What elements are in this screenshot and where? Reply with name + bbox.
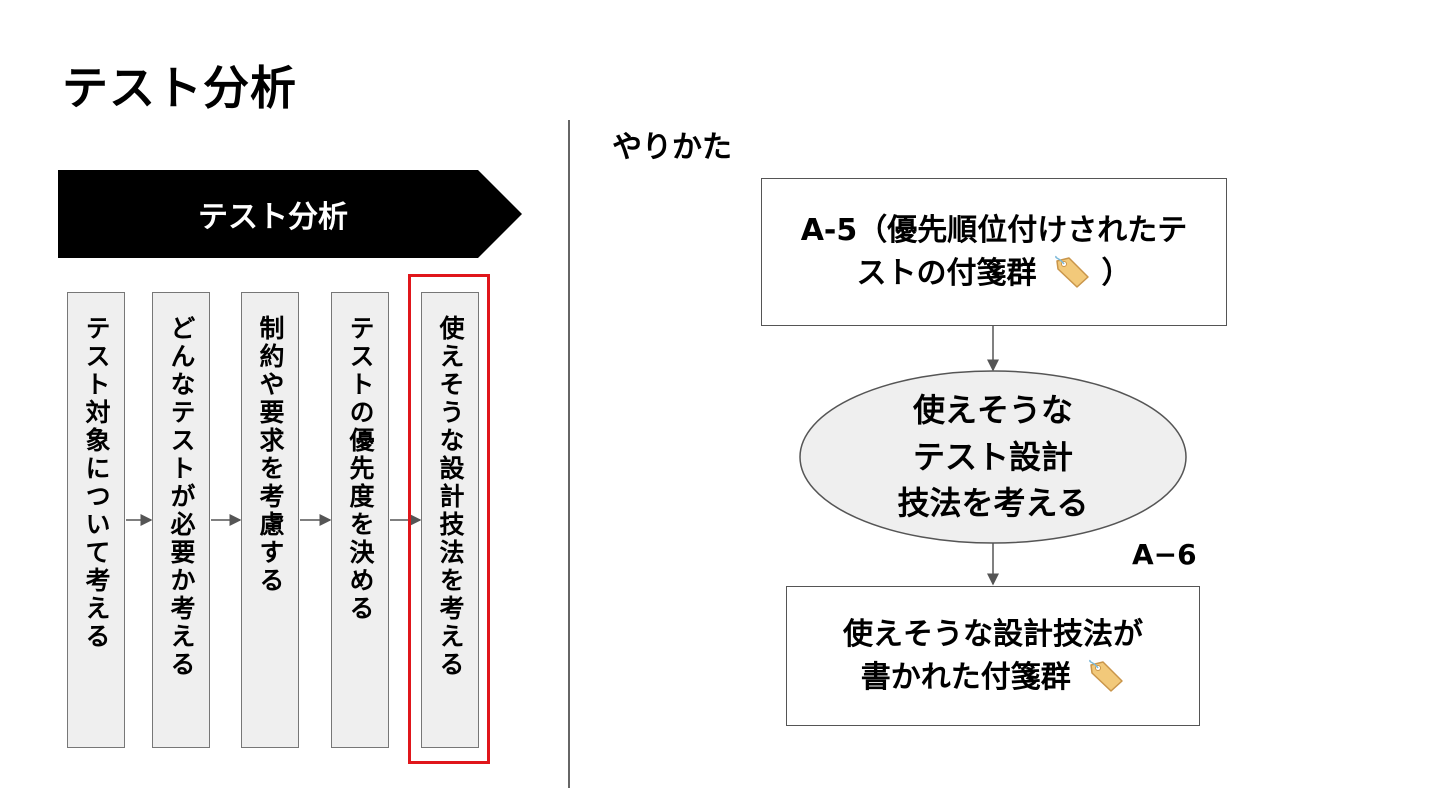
banner-label: テスト分析 — [198, 200, 348, 235]
input-box-line1: A-5（優先順位付けされたテ — [800, 212, 1188, 248]
method-heading: やりかた — [612, 130, 732, 165]
banner-arrow — [58, 170, 522, 258]
process-line3: 技法を考える — [897, 484, 1089, 523]
output-box: 使えそうな設計技法が 書かれた付箋群 — [786, 586, 1200, 726]
step-label: 制約や要求を考慮する — [256, 315, 285, 595]
output-box-line2: 書かれた付箋群 — [860, 660, 1071, 695]
step-column-5: 使えそうな設計技法を考える — [421, 292, 479, 748]
step-label: 使えそうな設計技法を考える — [436, 315, 465, 679]
process-line2: テスト設計 — [912, 437, 1073, 476]
process-label: 使えそうな テスト設計 技法を考える — [800, 372, 1186, 542]
label-tag-icon — [1089, 659, 1123, 692]
process-ellipse — [799, 370, 1187, 544]
step-label: どんなテストが必要か考える — [167, 315, 196, 679]
step-column-3: 制約や要求を考慮する — [241, 292, 299, 748]
page-title: テスト分析 — [62, 61, 297, 115]
step-column-2: どんなテストが必要か考える — [152, 292, 210, 748]
input-box: A-5（優先順位付けされたテ ストの付箋群 ） — [761, 178, 1227, 326]
step-label: テスト対象について考える — [82, 315, 111, 651]
step-column-1: テスト対象について考える — [67, 292, 125, 748]
input-box-line2-end: ） — [1101, 256, 1132, 291]
output-id: A−6 — [1132, 538, 1197, 571]
process-line1: 使えそうな — [912, 391, 1073, 430]
output-box-line1: 使えそうな設計技法が — [843, 616, 1143, 652]
highlight-frame — [408, 274, 490, 764]
vertical-divider — [568, 120, 570, 788]
step-label: テストの優先度を決める — [346, 315, 375, 623]
label-tag-icon — [1055, 255, 1089, 288]
input-box-line2: ストの付箋群 — [856, 256, 1037, 291]
step-column-4: テストの優先度を決める — [331, 292, 389, 748]
